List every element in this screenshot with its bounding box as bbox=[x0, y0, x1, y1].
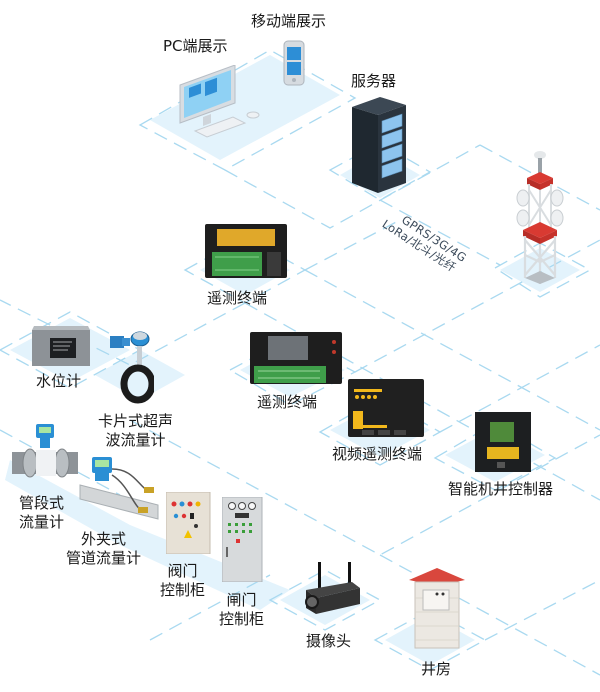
gate-cabinet-line2: 控制柜 bbox=[219, 610, 265, 628]
gate-cabinet-node bbox=[221, 496, 264, 583]
rtu1-label: 遥测终端 bbox=[207, 289, 268, 307]
pc-node bbox=[175, 64, 275, 145]
well-house-node bbox=[407, 568, 467, 650]
ultrasonic-label: 卡片式超声 波流量计 bbox=[98, 412, 173, 450]
clamp-on-flowmeter-icon bbox=[79, 457, 159, 520]
gate-control-cabinet-icon bbox=[221, 496, 263, 583]
clamp-on-flowmeter-line1: 外夹式 bbox=[81, 530, 127, 548]
pipe-flowmeter-icon bbox=[12, 424, 78, 478]
camera-node bbox=[302, 560, 364, 618]
mobile-node bbox=[283, 40, 305, 88]
pipe-flowmeter-label: 管段式 流量计 bbox=[19, 494, 64, 532]
valve-cabinet-label: 阀门 控制柜 bbox=[160, 562, 205, 600]
water-level-node bbox=[30, 322, 92, 367]
pipe-flowmeter-line1: 管段式 bbox=[19, 494, 65, 512]
pipe-flowmeter-node bbox=[12, 422, 78, 487]
server-label: 服务器 bbox=[351, 72, 397, 90]
water-level-gauge-icon bbox=[32, 326, 90, 366]
server-node bbox=[350, 95, 410, 195]
video-rtu-label: 视频遥测终端 bbox=[332, 445, 423, 463]
ultrasonic-label-line2: 波流量计 bbox=[105, 431, 166, 449]
well-controller-node bbox=[475, 412, 533, 472]
well-house-label: 井房 bbox=[421, 660, 452, 678]
well-controller-icon bbox=[475, 412, 531, 472]
communication-tower-icon bbox=[516, 151, 564, 284]
rtu-terminal-icon bbox=[205, 224, 287, 278]
rtu2-node bbox=[250, 330, 342, 386]
clamp-on-flowmeter-line2: 管道流量计 bbox=[66, 549, 142, 567]
valve-cabinet-node bbox=[165, 491, 211, 555]
desktop-computer-icon bbox=[179, 64, 260, 138]
server-rack-icon bbox=[352, 97, 406, 193]
clamp-on-flowmeter-label: 外夹式 管道流量计 bbox=[66, 530, 141, 568]
video-rtu-node bbox=[348, 377, 424, 439]
smartphone-icon bbox=[283, 40, 305, 86]
well-house-icon bbox=[409, 568, 465, 649]
gate-cabinet-line1: 闸门 bbox=[226, 591, 257, 609]
mobile-label: 移动端展示 bbox=[251, 12, 327, 30]
camera-icon bbox=[305, 562, 360, 614]
rtu-terminal-screen-icon bbox=[250, 332, 342, 384]
gate-cabinet-label: 闸门 控制柜 bbox=[219, 591, 264, 629]
ultrasonic-label-line1: 卡片式超声 bbox=[98, 412, 174, 430]
pipeline-tile bbox=[5, 460, 290, 610]
pipe-flowmeter-line2: 流量计 bbox=[19, 513, 65, 531]
tower-node bbox=[515, 150, 565, 285]
camera-label: 摄像头 bbox=[306, 632, 352, 650]
rtu2-label: 遥测终端 bbox=[257, 393, 318, 411]
pc-label: PC端展示 bbox=[163, 37, 228, 55]
water-level-label: 水位计 bbox=[36, 372, 82, 390]
ultrasonic-flowmeter-icon bbox=[110, 331, 156, 404]
clamp-on-flowmeter-node bbox=[78, 455, 168, 523]
valve-control-cabinet-icon bbox=[165, 491, 211, 555]
rtu1-node bbox=[205, 222, 287, 280]
video-rtu-icon bbox=[348, 379, 424, 437]
ultrasonic-node bbox=[108, 328, 156, 406]
valve-cabinet-line2: 控制柜 bbox=[160, 581, 206, 599]
valve-cabinet-line1: 阀门 bbox=[167, 562, 198, 580]
well-controller-label: 智能机井控制器 bbox=[448, 480, 554, 498]
